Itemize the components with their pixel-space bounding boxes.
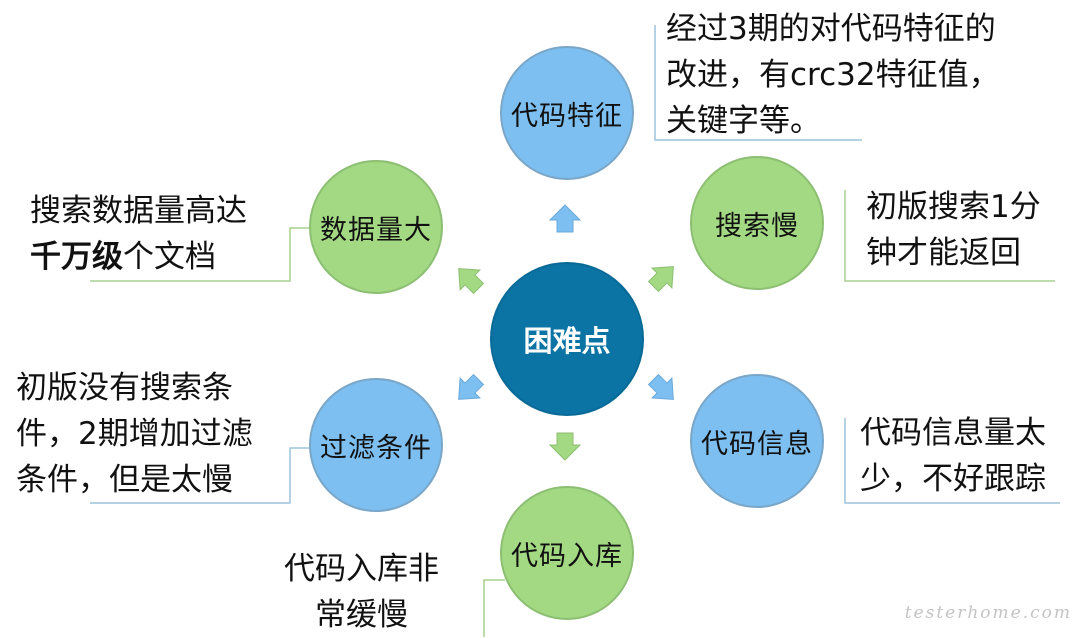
watermark: testerhome.com <box>904 603 1072 623</box>
note-code-info-line2: 少，不好跟踪 <box>860 461 1046 497</box>
node-filter-label: 过滤条件 <box>320 432 432 464</box>
note-data-volume-rest: 个文档 <box>123 239 216 275</box>
note-ingest: 代码入库非 常缓慢 <box>284 546 439 638</box>
callout-line-data-volume <box>90 227 310 282</box>
note-search-slow: 初版搜索1分 钟才能返回 <box>866 184 1041 276</box>
note-ingest-line2: 常缓慢 <box>315 597 408 633</box>
node-filter: 过滤条件 <box>309 378 443 512</box>
note-filter: 初版没有搜索条 件，2期增加过滤 条件，但是太慢 <box>16 365 253 503</box>
callout-line-filter <box>90 447 310 504</box>
callout-line-code-info <box>844 418 1060 504</box>
note-data-volume: 搜索数据量高达 千万级个文档 <box>30 188 247 280</box>
callout-line-code-feature <box>654 25 862 141</box>
note-code-info-line1: 代码信息量太 <box>860 415 1046 451</box>
center-node: 困难点 <box>490 262 644 416</box>
note-data-volume-line1: 搜索数据量高达 <box>30 193 247 229</box>
callout-line-ingest <box>483 579 505 637</box>
note-code-feature-line2: 改进，有crc32特征值， <box>666 57 1000 93</box>
note-code-feature-line3: 关键字等。 <box>666 103 821 139</box>
note-code-info: 代码信息量太 少，不好跟踪 <box>860 410 1046 502</box>
arrow-down <box>548 432 582 461</box>
node-search-slow: 搜索慢 <box>690 156 824 290</box>
node-code-feature-label: 代码特征 <box>511 100 623 132</box>
node-ingest-label: 代码入库 <box>511 540 623 572</box>
node-code-info: 代码信息 <box>690 374 824 508</box>
note-ingest-line1: 代码入库非 <box>284 551 439 587</box>
note-data-volume-line2: 千万级个文档 <box>30 234 247 280</box>
arrow-down-left <box>458 373 485 400</box>
arrow-down-right <box>647 373 674 400</box>
note-search-slow-line1: 初版搜索1分 <box>866 189 1041 225</box>
node-ingest: 代码入库 <box>500 486 634 620</box>
note-filter-line2: 件，2期增加过滤 <box>16 416 253 452</box>
center-label: 困难点 <box>523 324 611 358</box>
note-code-feature: 经过3期的对代码特征的 改进，有crc32特征值， 关键字等。 <box>666 6 1000 144</box>
node-code-info-label: 代码信息 <box>701 428 813 460</box>
arrow-up-right <box>647 266 674 293</box>
note-filter-line3: 条件，但是太慢 <box>16 462 233 498</box>
note-filter-line1: 初版没有搜索条 <box>16 370 233 406</box>
callout-line-search-slow <box>844 190 1055 282</box>
node-data-volume: 数据量大 <box>309 160 443 294</box>
arrow-up-left <box>458 268 485 295</box>
note-code-feature-line1: 经过3期的对代码特征的 <box>666 11 996 47</box>
arrow-up <box>548 204 582 233</box>
node-search-slow-label: 搜索慢 <box>715 210 799 242</box>
node-code-feature: 代码特征 <box>500 46 634 180</box>
note-search-slow-line2: 钟才能返回 <box>866 235 1021 271</box>
node-data-volume-label: 数据量大 <box>320 214 432 246</box>
note-data-volume-bold: 千万级 <box>30 239 123 275</box>
